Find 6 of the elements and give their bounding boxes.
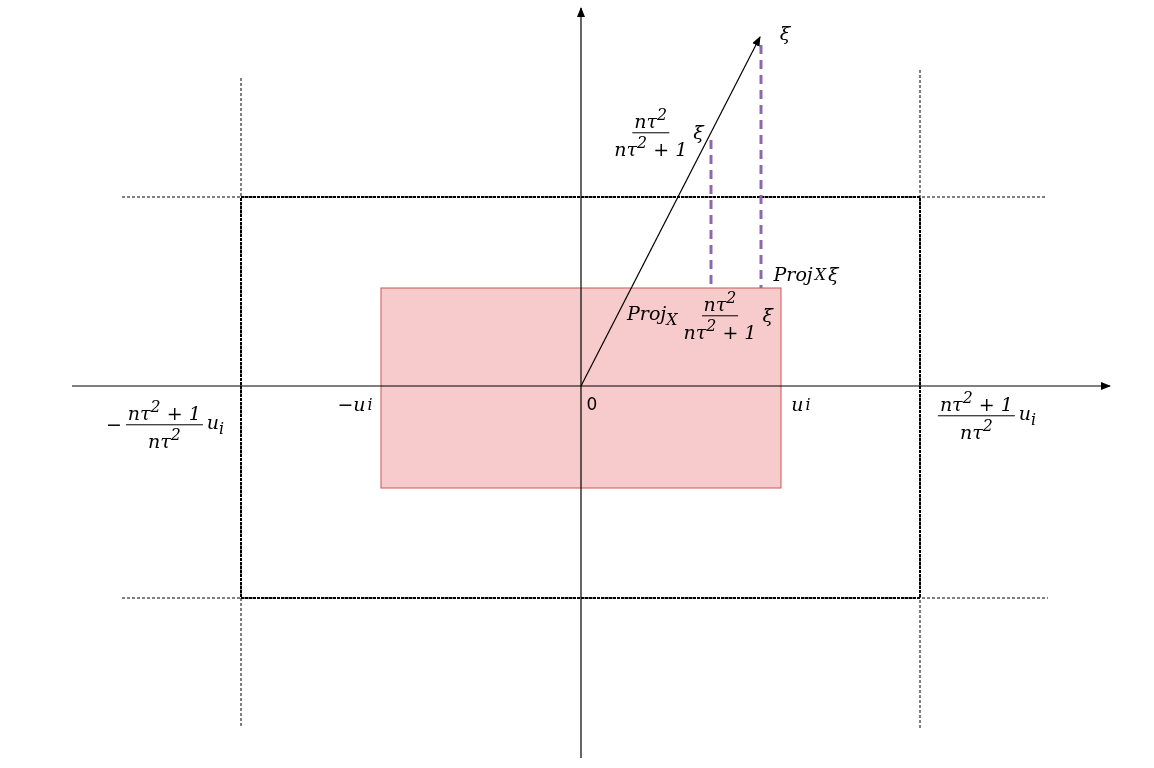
math-label: − nτ$^{2}$ + 1 nτ$^{2}$ u$_{i}$ <box>105 398 225 452</box>
origin-label: 0 <box>586 394 598 414</box>
math-label: Proj$_{X}$ nτ$^{2}$ nτ$^{2}$ + 1 ξ̄ <box>627 289 773 343</box>
math-label: nτ$^{2}$ + 1 nτ$^{2}$ u$_{i}$ <box>936 389 1037 443</box>
math-label: nτ$^{2}$ nτ$^{2}$ + 1 ξ̄ <box>613 106 704 160</box>
math-label: ξ̄ <box>779 22 791 44</box>
